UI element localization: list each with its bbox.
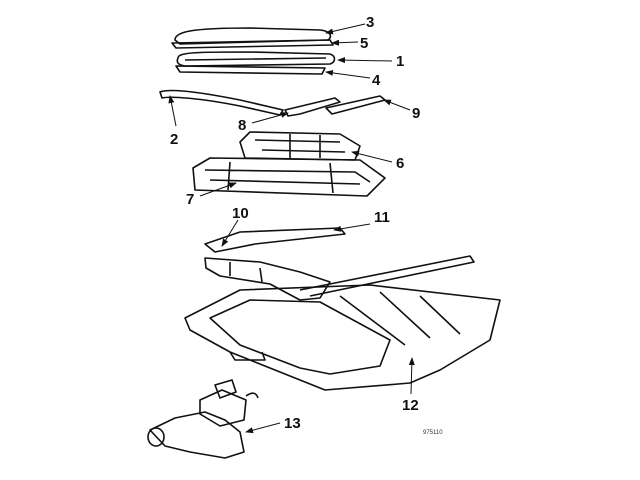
callout-6: 6 bbox=[396, 155, 404, 172]
part-7-sunshade bbox=[192, 157, 386, 197]
reference-code: 975110 bbox=[423, 430, 443, 436]
leader-lines bbox=[168, 23, 415, 434]
part-1-panel-frame bbox=[176, 51, 336, 67]
callout-7: 7 bbox=[186, 191, 194, 208]
callout-12: 12 bbox=[402, 397, 419, 414]
part-6-sunshade-frame bbox=[239, 131, 361, 161]
part-3-glass-panel bbox=[174, 27, 332, 45]
part-10-frame-assembly bbox=[204, 227, 475, 301]
callout-8: 8 bbox=[238, 117, 246, 134]
callout-13: 13 bbox=[284, 415, 301, 432]
callout-2: 2 bbox=[170, 131, 178, 148]
callout-4: 4 bbox=[372, 72, 381, 89]
callout-1: 1 bbox=[396, 53, 404, 70]
part-13-motor bbox=[147, 379, 259, 459]
callout-3: 3 bbox=[366, 14, 374, 31]
part-4-weatherstrip bbox=[175, 65, 326, 75]
part-12-roof-panel bbox=[184, 284, 501, 391]
callout-5: 5 bbox=[360, 35, 368, 52]
callout-10: 10 bbox=[232, 205, 249, 222]
part-2-deflector bbox=[159, 89, 284, 116]
callout-11: 11 bbox=[374, 209, 390, 226]
callout-9: 9 bbox=[412, 105, 420, 122]
